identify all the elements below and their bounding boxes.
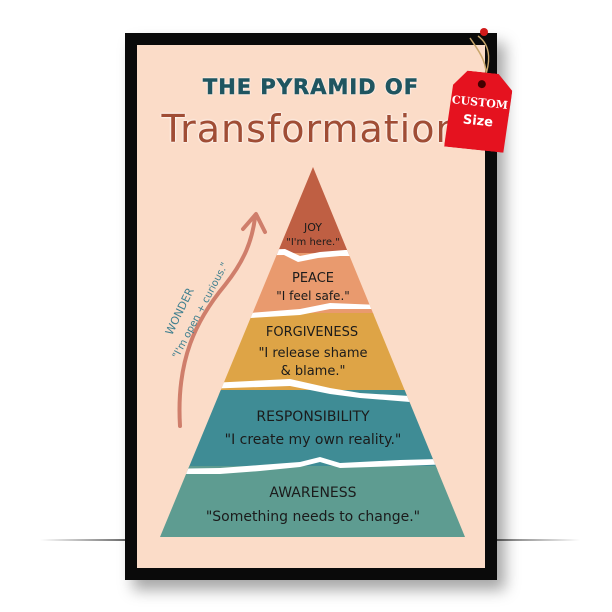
band-awareness <box>160 466 465 537</box>
torn-edge <box>160 457 465 474</box>
level-peace-quote: "I feel safe." <box>276 289 350 303</box>
level-peace-name: PEACE <box>292 271 334 286</box>
level-forgiveness-quote: "I release shame <box>258 346 367 361</box>
tag-hole <box>477 80 486 89</box>
level-responsibility-quote: "I create my own reality." <box>225 432 402 448</box>
band-responsibility <box>160 390 465 470</box>
tag-line-2: Size <box>462 112 494 131</box>
arrow-up-curve-icon <box>177 212 267 428</box>
level-joy-name: JOY <box>303 221 322 234</box>
level-forgiveness-name: FORGIVENESS <box>266 325 358 340</box>
level-forgiveness-quote-2: & blame." <box>281 364 346 379</box>
title-line-2: Transformation <box>161 107 461 151</box>
tag-line-1: CUSTOM <box>451 93 509 112</box>
level-joy-quote: "I'm here." <box>286 237 340 248</box>
torn-edge <box>160 379 465 404</box>
level-awareness-name: AWARENESS <box>269 485 356 501</box>
level-responsibility-name: RESPONSIBILITY <box>256 409 370 425</box>
title-line-1: THE PYRAMID OF <box>202 75 420 100</box>
level-awareness-quote: "Something needs to change." <box>206 509 420 525</box>
